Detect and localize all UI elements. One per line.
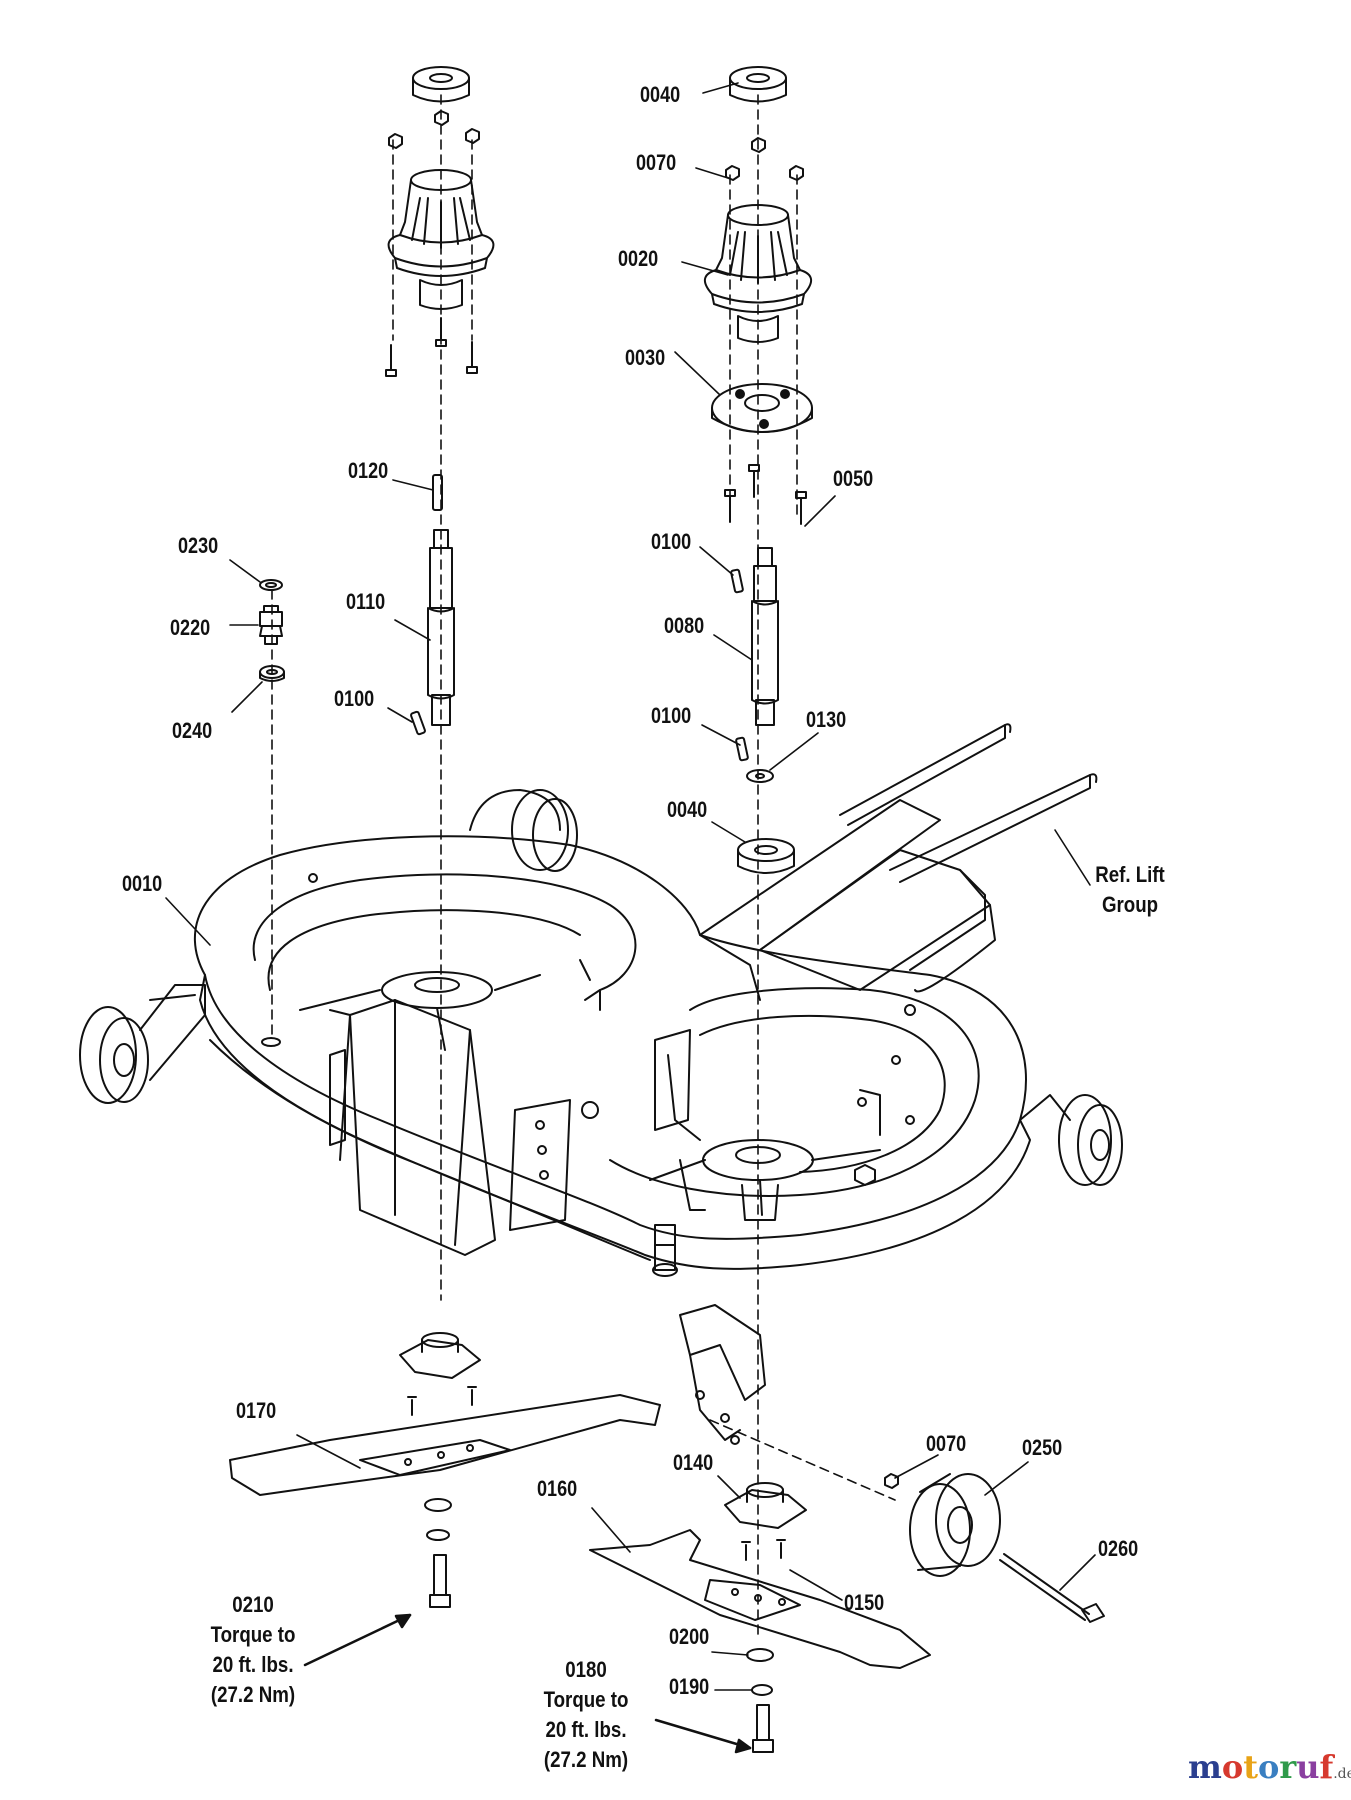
callout-0190: 0190 xyxy=(669,1674,710,1699)
wm-letter: t xyxy=(1243,1748,1258,1786)
callout-0070-top: 0070 xyxy=(636,150,677,175)
torque-note-0180: 0180 Torque to 20 ft. lbs. (27.2 Nm) xyxy=(527,1655,646,1775)
callout-0170: 0170 xyxy=(236,1398,277,1423)
ref-lift-group-note: Ref. Lift Group xyxy=(1071,860,1190,920)
callout-0120: 0120 xyxy=(348,458,389,483)
wm-letter: r xyxy=(1279,1748,1297,1786)
wm-letter: m xyxy=(1188,1748,1222,1786)
callout-0050: 0050 xyxy=(833,466,874,491)
callout-0040-mid: 0040 xyxy=(667,797,708,822)
ref-lift-line1: Ref. Lift xyxy=(1095,862,1165,887)
callout-0100-right-upper: 0100 xyxy=(651,529,692,554)
callout-0040-top: 0040 xyxy=(640,82,681,107)
callout-0110: 0110 xyxy=(346,589,386,614)
callout-0080: 0080 xyxy=(664,613,705,638)
torque-0180-line4: (27.2 Nm) xyxy=(543,1747,629,1772)
left-spindle-stack xyxy=(385,66,495,736)
left-blade-assembly xyxy=(229,1332,661,1608)
torque-arrows xyxy=(303,1613,752,1754)
torque-0210-line3: 20 ft. lbs. xyxy=(212,1652,294,1677)
torque-0210-line4: (27.2 Nm) xyxy=(210,1682,296,1707)
torque-0180-line3: 20 ft. lbs. xyxy=(545,1717,627,1742)
wm-letter: u xyxy=(1296,1748,1320,1786)
right-spindle-stack xyxy=(704,66,813,874)
torque-0180-part: 0180 xyxy=(565,1657,607,1682)
torque-0180-line2: Torque to xyxy=(543,1687,629,1712)
callout-0100-right-lower: 0100 xyxy=(651,703,692,728)
ref-lift-line2: Group xyxy=(1101,892,1159,917)
wm-letter: o xyxy=(1257,1748,1280,1786)
wm-letter: f xyxy=(1319,1748,1334,1786)
torque-0210-line2: Torque to xyxy=(210,1622,296,1647)
deck-wheels xyxy=(79,789,1123,1445)
callout-0150: 0150 xyxy=(844,1590,885,1615)
lift-arms xyxy=(699,723,1098,1016)
callout-0260: 0260 xyxy=(1098,1536,1139,1561)
callout-0020: 0020 xyxy=(618,246,659,271)
torque-0210-part: 0210 xyxy=(232,1592,274,1617)
leader-lines xyxy=(165,82,1096,1691)
right-blade-assembly xyxy=(589,1482,931,1753)
callout-0220: 0220 xyxy=(170,615,211,640)
callout-0140: 0140 xyxy=(673,1450,714,1475)
wheel-0250-assembly xyxy=(884,1473,1105,1623)
callout-0100-left: 0100 xyxy=(334,686,375,711)
wm-suffix: .de xyxy=(1333,1766,1351,1782)
callout-0030: 0030 xyxy=(625,345,666,370)
callout-0130: 0130 xyxy=(806,707,847,732)
callout-0160: 0160 xyxy=(537,1476,578,1501)
callout-0250: 0250 xyxy=(1022,1435,1063,1460)
mower-deck xyxy=(193,835,1031,1277)
torque-note-0210: 0210 Torque to 20 ft. lbs. (27.2 Nm) xyxy=(194,1590,313,1710)
motoruf-watermark-logo: motoruf.de xyxy=(1188,1748,1351,1786)
callout-0230: 0230 xyxy=(178,533,219,558)
callout-0010: 0010 xyxy=(122,871,163,896)
callout-0070-wheel: 0070 xyxy=(926,1431,967,1456)
grease-fitting-group xyxy=(259,579,285,682)
callout-0240: 0240 xyxy=(172,718,213,743)
wm-letter: o xyxy=(1221,1748,1244,1786)
callout-0200: 0200 xyxy=(669,1624,710,1649)
